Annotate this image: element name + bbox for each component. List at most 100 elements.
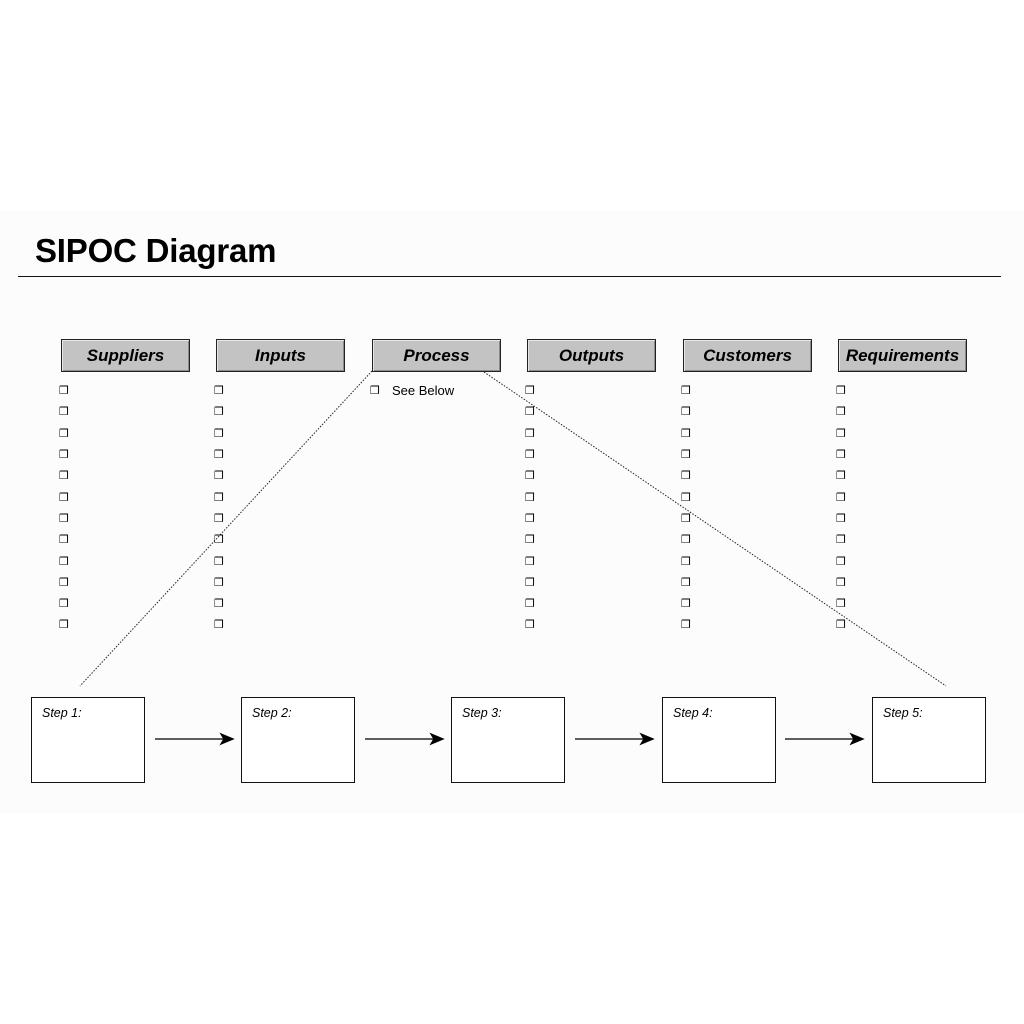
list-item[interactable]: ❒ [214,593,236,614]
list-item[interactable]: ❒ [836,465,858,486]
checkbox-icon[interactable]: ❒ [681,575,691,589]
checkbox-icon[interactable]: ❒ [59,618,69,632]
checkbox-icon[interactable]: ❒ [214,469,224,483]
checkbox-icon[interactable]: ❒ [681,554,691,568]
checkbox-icon[interactable]: ❒ [214,448,224,462]
checkbox-icon[interactable]: ❒ [59,405,69,419]
checkbox-icon[interactable]: ❒ [59,597,69,611]
checkbox-icon[interactable]: ❒ [836,469,846,483]
list-item[interactable]: ❒ [59,593,81,614]
checkbox-icon[interactable]: ❒ [681,618,691,632]
list-item[interactable]: ❒ [681,508,703,529]
list-item[interactable]: ❒ [525,444,547,465]
checkbox-icon[interactable]: ❒ [681,384,691,398]
checkbox-icon[interactable]: ❒ [59,448,69,462]
list-item[interactable]: ❒ [836,508,858,529]
checkbox-icon[interactable]: ❒ [525,490,535,504]
list-item[interactable]: ❒ [525,508,547,529]
process-step-4[interactable]: Step 4: [662,697,776,783]
checkbox-icon[interactable]: ❒ [836,618,846,632]
list-item[interactable]: ❒ [836,529,858,550]
checkbox-icon[interactable]: ❒ [525,426,535,440]
list-item[interactable]: ❒ [525,550,547,571]
list-item[interactable]: ❒ [525,401,547,422]
checkbox-icon[interactable]: ❒ [214,533,224,547]
list-item[interactable]: ❒ [525,593,547,614]
checkbox-icon[interactable]: ❒ [681,448,691,462]
list-item[interactable]: ❒ [836,486,858,507]
checkbox-icon[interactable]: ❒ [836,405,846,419]
list-item[interactable]: ❒ [59,572,81,593]
checkbox-icon[interactable]: ❒ [525,384,535,398]
checkbox-icon[interactable]: ❒ [214,490,224,504]
checkbox-icon[interactable]: ❒ [836,597,846,611]
list-item[interactable]: ❒ [681,529,703,550]
checkbox-icon[interactable]: ❒ [681,597,691,611]
checkbox-icon[interactable]: ❒ [525,575,535,589]
checkbox-icon[interactable]: ❒ [836,490,846,504]
checkbox-icon[interactable]: ❒ [836,511,846,525]
list-item[interactable]: ❒ [214,486,236,507]
list-item[interactable]: ❒ [59,508,81,529]
list-item[interactable]: ❒ [214,508,236,529]
process-step-3[interactable]: Step 3: [451,697,565,783]
list-item[interactable]: ❒ [836,550,858,571]
checkbox-icon[interactable]: ❒ [214,554,224,568]
list-item[interactable]: ❒ [59,614,81,635]
checkbox-icon[interactable]: ❒ [836,448,846,462]
process-step-2[interactable]: Step 2: [241,697,355,783]
list-item[interactable]: ❒ [59,486,81,507]
checkbox-icon[interactable]: ❒ [59,490,69,504]
checkbox-icon[interactable]: ❒ [525,511,535,525]
list-item[interactable]: ❒ [214,465,236,486]
checkbox-icon[interactable]: ❒ [214,618,224,632]
checkbox-icon[interactable]: ❒ [681,405,691,419]
checkbox-icon[interactable]: ❒ [525,597,535,611]
list-item[interactable]: ❒ [836,572,858,593]
list-item[interactable]: ❒ [836,423,858,444]
checkbox-icon[interactable]: ❒ [370,384,380,398]
list-item[interactable]: ❒ [681,380,703,401]
checkbox-icon[interactable]: ❒ [836,384,846,398]
list-item[interactable]: ❒ [214,572,236,593]
checkbox-icon[interactable]: ❒ [525,533,535,547]
list-item[interactable]: ❒ [681,486,703,507]
checkbox-icon[interactable]: ❒ [214,426,224,440]
list-item[interactable]: ❒ [59,444,81,465]
list-item[interactable]: ❒See Below [370,380,454,401]
checkbox-icon[interactable]: ❒ [681,490,691,504]
list-item[interactable]: ❒ [836,401,858,422]
checkbox-icon[interactable]: ❒ [59,533,69,547]
list-item[interactable]: ❒ [59,380,81,401]
list-item[interactable]: ❒ [681,423,703,444]
list-item[interactable]: ❒ [59,423,81,444]
list-item[interactable]: ❒ [836,380,858,401]
checkbox-icon[interactable]: ❒ [59,426,69,440]
checkbox-icon[interactable]: ❒ [214,511,224,525]
checkbox-icon[interactable]: ❒ [681,511,691,525]
list-item[interactable]: ❒ [681,572,703,593]
list-item[interactable]: ❒ [525,486,547,507]
list-item[interactable]: ❒ [214,401,236,422]
list-item[interactable]: ❒ [214,614,236,635]
checkbox-icon[interactable]: ❒ [525,448,535,462]
list-item[interactable]: ❒ [525,614,547,635]
list-item[interactable]: ❒ [681,444,703,465]
checkbox-icon[interactable]: ❒ [59,575,69,589]
list-item[interactable]: ❒ [214,529,236,550]
list-item[interactable]: ❒ [59,401,81,422]
checkbox-icon[interactable]: ❒ [59,511,69,525]
list-item[interactable]: ❒ [525,423,547,444]
list-item[interactable]: ❒ [681,401,703,422]
checkbox-icon[interactable]: ❒ [59,554,69,568]
list-item[interactable]: ❒ [214,380,236,401]
list-item[interactable]: ❒ [681,550,703,571]
list-item[interactable]: ❒ [59,465,81,486]
process-step-1[interactable]: Step 1: [31,697,145,783]
checkbox-icon[interactable]: ❒ [214,384,224,398]
checkbox-icon[interactable]: ❒ [214,575,224,589]
list-item[interactable]: ❒ [836,593,858,614]
list-item[interactable]: ❒ [836,614,858,635]
list-item[interactable]: ❒ [525,465,547,486]
list-item[interactable]: ❒ [214,444,236,465]
